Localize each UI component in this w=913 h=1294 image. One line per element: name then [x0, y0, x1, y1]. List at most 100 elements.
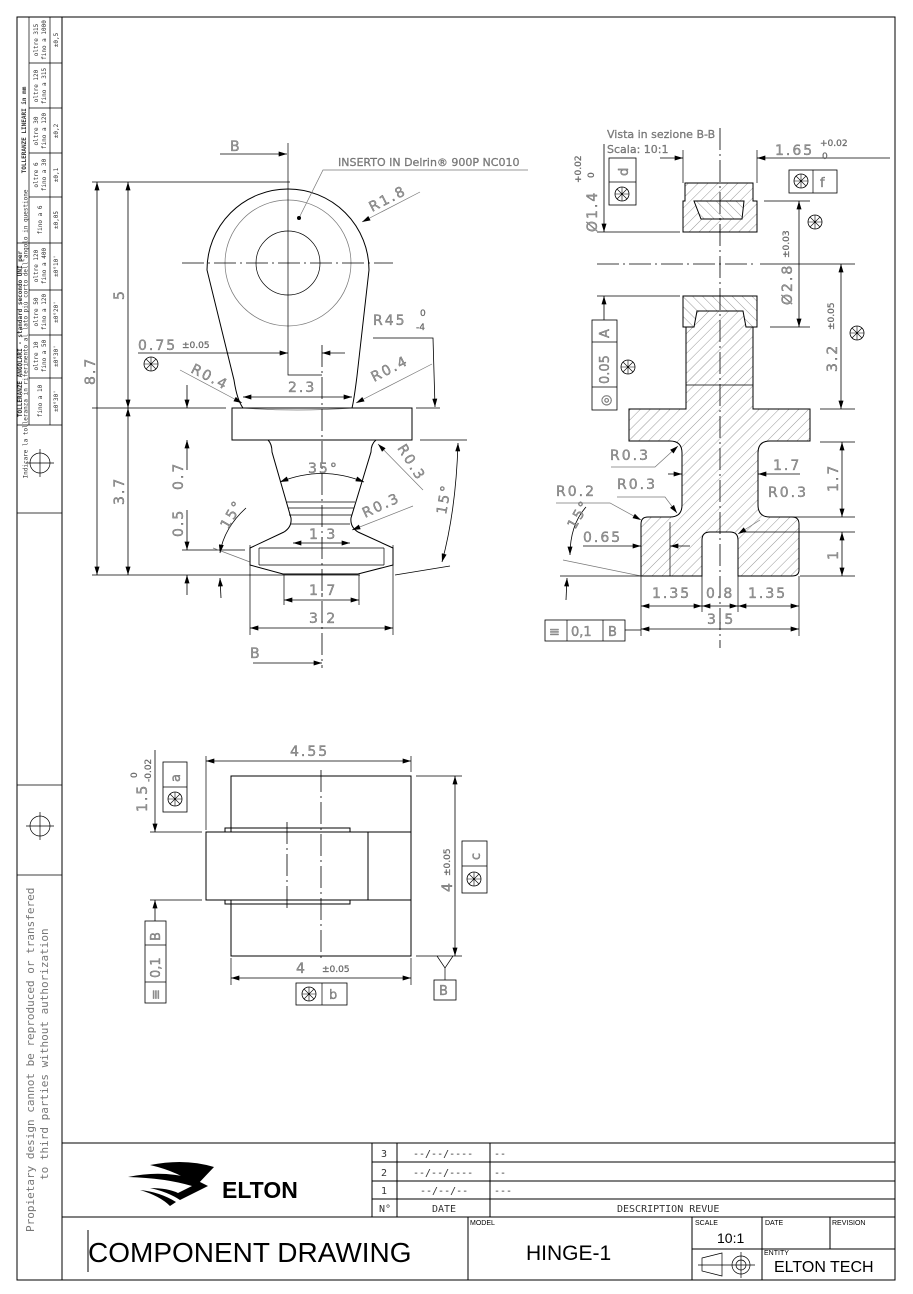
range-b: fino a 120 — [41, 113, 48, 150]
rev-description: --- — [494, 1186, 512, 1197]
linear-tolerance-title: TOLLERANZE LINEARI in mm — [21, 86, 28, 173]
angular-row: oltre 10 fino a 50 ±0°30' — [33, 339, 60, 372]
section-label-bottom: B — [250, 646, 262, 662]
section-scale: Scala: 10:1 — [607, 143, 668, 156]
tolerance-value: ±0,2 — [53, 123, 60, 138]
dim-fillet-1: R0.3 — [610, 448, 650, 464]
dim-hole-dia-tol-upper: +0.02 — [574, 155, 584, 183]
dim-foot-right: 1.35 — [748, 586, 787, 602]
projection-symbol-icon — [698, 1252, 755, 1278]
tolerance-table: TOLLERANZE LINEARI in mm TOLLERANZE ANGO… — [17, 17, 62, 478]
dim-outer-radius: R1.8 — [367, 183, 410, 215]
range-a: oltre 10 — [33, 341, 40, 370]
angular-tolerance-title: TOLLERANZE ANGOLARI - standard secondo U… — [17, 251, 24, 418]
tolerance-value: 0.05 — [598, 355, 613, 384]
dim-height-tol: ±0.05 — [443, 848, 453, 876]
dim-fillet-4: R0.3 — [768, 485, 808, 501]
linear-row: oltre 30 fino a 120 ±0,2 — [33, 113, 60, 150]
dim-big-radius: R45 — [373, 313, 407, 329]
dim-base-height: 0.5 — [171, 509, 187, 537]
dim-chamfer-offset: 0.65 — [583, 530, 622, 546]
dim-base-inner-width: 1.7 — [309, 583, 337, 599]
position-tolerance-icon — [793, 173, 809, 189]
range-a: oltre 6 — [33, 162, 40, 188]
dim-height-upper: 3.2 — [825, 344, 841, 372]
dim-height: 4 — [440, 881, 456, 892]
dim-slot: 0.8 — [706, 586, 734, 602]
dim-fillet-3: R0.2 — [556, 484, 596, 500]
linear-row: oltre 6 fino a 30 ±0,1 — [33, 158, 60, 191]
range-b: fino a 50 — [41, 339, 48, 372]
range-a: oltre 120 — [33, 249, 40, 282]
rev-header-date: DATE — [432, 1204, 456, 1215]
dim-big-radius-tol-upper: 0 — [420, 309, 426, 319]
angular-tolerance-subtitle: Indicare la tolleranza in riferimento al… — [23, 189, 30, 478]
dim-thickness-tol-lower: -0.02 — [144, 759, 154, 782]
dim-thickness: 1.5 — [135, 784, 151, 812]
position-tolerance-icon — [807, 214, 823, 230]
dim-offset: 0.75 — [138, 338, 177, 354]
elton-logo: ELTON — [128, 1161, 298, 1206]
dim-top-width-tol-upper: +0.02 — [820, 139, 848, 149]
tolerance-value: ±0°10' — [53, 255, 60, 277]
datum-label: B — [608, 625, 617, 640]
feature-frame-f: f — [788, 169, 838, 194]
frame-label: d — [617, 168, 632, 176]
datum-label: B — [149, 932, 164, 941]
dim-total-width: 3.5 — [707, 612, 735, 628]
symmetry-icon: ≡ — [149, 989, 164, 1000]
rev-date: --/--/---- — [413, 1149, 473, 1160]
range-b: fino a 30 — [41, 158, 48, 191]
rev-description: -- — [494, 1168, 506, 1179]
dim-angle-right: 15° — [434, 483, 455, 516]
datum-label: B — [439, 984, 448, 999]
angular-row: fino a 10 ±0°30' — [37, 384, 60, 417]
bottom-view: 4.55 1.5 0 -0.02 a B 0,1 ≡ 4 ±0.05 c B — [130, 744, 488, 1006]
entity-value: ELTON TECH — [774, 1259, 874, 1276]
feature-frame-c: c — [461, 840, 488, 894]
sheet-frame — [16, 16, 896, 1281]
dim-hole-dia-tol-lower: 0 — [587, 172, 597, 178]
datum-b-marker: B — [433, 955, 457, 1001]
feature-frame-b: b — [295, 982, 348, 1006]
feature-frame-d: d — [608, 157, 637, 206]
concentricity-icon: ◎ — [599, 395, 614, 406]
frame-label: a — [169, 774, 184, 782]
range-a: oltre 30 — [33, 116, 40, 145]
scale-label: SCALE — [695, 1220, 718, 1227]
position-tolerance-icon — [620, 359, 636, 375]
linear-row: fino a 6 ±0,05 — [37, 205, 60, 234]
range-b: fino a 315 — [41, 68, 48, 105]
frame-label: b — [329, 988, 337, 1003]
position-tolerance-icon — [301, 986, 317, 1002]
range-b: fino a 120 — [41, 294, 48, 331]
dim-angle-left: 15° — [218, 497, 247, 532]
rev-header-number: N° — [379, 1204, 391, 1215]
section-view: Vista in sezione B-B Scala: 10:1 1.65 +0… — [544, 128, 890, 648]
position-tolerance-icon — [614, 186, 630, 202]
symmetry-icon: ≡ — [549, 625, 560, 640]
dim-offset-tol: ±0.05 — [182, 341, 210, 351]
dim-upper-height: 5 — [112, 289, 128, 300]
model-name: HINGE-1 — [526, 1242, 611, 1265]
tolerance-value: ±0,05 — [53, 211, 60, 229]
dim-width-tol: ±0.05 — [322, 965, 350, 975]
linear-row: oltre 120 fino a 315 — [33, 68, 48, 105]
rev-description: -- — [494, 1149, 506, 1160]
range-b: fino a 10 — [37, 384, 44, 417]
centering-mark-icon — [17, 449, 62, 876]
position-tolerance-icon — [466, 871, 482, 887]
tolerance-value: ±0,5 — [53, 32, 60, 47]
linear-row: oltre 315 fino a 1000 ±0,5 — [33, 20, 60, 60]
dim-big-radius-tol-lower: -4 — [416, 323, 425, 333]
frame-label: c — [469, 853, 484, 860]
material-note: INSERTO IN Delrin® 900P NC010 — [338, 156, 519, 169]
range-a: oltre 120 — [33, 69, 40, 102]
dim-top-width: 1.65 — [775, 143, 814, 159]
tolerance-value: 0,1 — [571, 625, 592, 640]
tolerance-value: ±0°20' — [53, 301, 60, 323]
symmetry-frame: ≡ 0,1 B — [544, 619, 641, 642]
dim-fillet-upper: R0.3 — [394, 442, 429, 484]
range-b: fino a 400 — [41, 248, 48, 285]
